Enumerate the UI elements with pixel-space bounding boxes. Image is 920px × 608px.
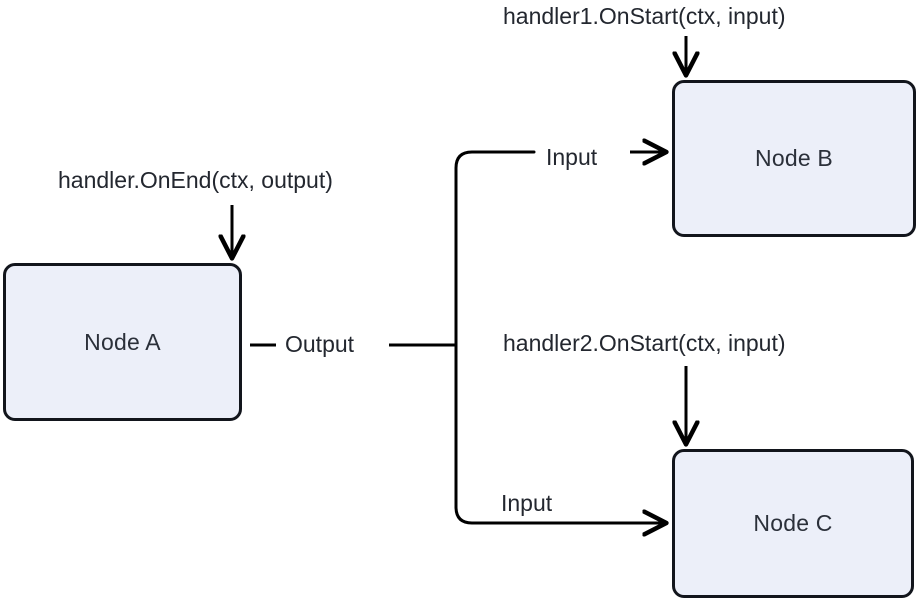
node-c-label: Node C: [753, 510, 833, 536]
port-label-output: Output: [285, 331, 355, 357]
node-a[interactable]: Node A: [3, 263, 242, 421]
node-b-label: Node B: [755, 145, 833, 171]
port-label-input-b: Input: [546, 144, 598, 170]
annotation-handler-onend: handler.OnEnd(ctx, output): [58, 167, 333, 193]
connector-branch-upper: [454, 150, 536, 347]
node-a-label: Node A: [84, 328, 161, 355]
annotation-handler2-onstart: handler2.OnStart(ctx, input): [503, 330, 786, 356]
node-b[interactable]: Node B: [672, 80, 916, 237]
node-c[interactable]: Node C: [672, 449, 914, 598]
connector-branch-lower: [454, 343, 664, 523]
port-label-input-c: Input: [501, 490, 553, 516]
annotation-handler1-onstart: handler1.OnStart(ctx, input): [503, 3, 786, 29]
